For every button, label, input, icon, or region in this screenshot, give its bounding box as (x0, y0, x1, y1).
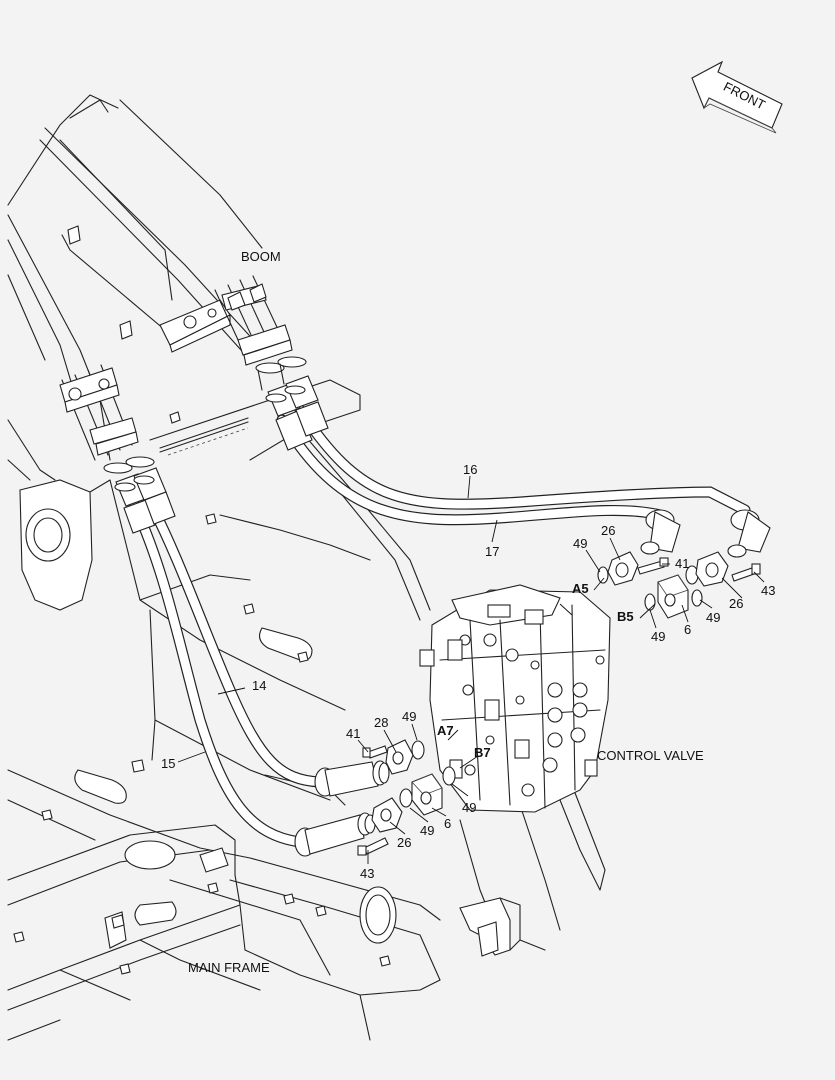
callout-a5-bolt: 41 (675, 556, 689, 571)
hose-17 (276, 414, 666, 526)
boom-pipe-clamp-upper (214, 275, 307, 391)
callout-b7-oring-2: 49 (462, 800, 476, 815)
assembly-labels: BOOM CONTROL VALVE MAIN FRAME (188, 249, 704, 975)
port-b5-label: B5 (617, 609, 634, 624)
callout-a5-oring: 49 (573, 536, 587, 551)
hose-16 (294, 404, 751, 516)
callout-a5-flange: 26 (601, 523, 615, 538)
callout-b7-flange: 26 (397, 835, 411, 850)
part-callouts: 16 17 14 15 49 26 41 26 43 49 6 49 41 28… (161, 462, 775, 881)
leader-lines (177, 475, 765, 864)
hose-lower-fittings (294, 760, 390, 857)
callout-b7-bolt: 43 (360, 866, 374, 881)
callout-hose-17: 17 (485, 544, 499, 559)
a5-long-bolt (731, 567, 755, 582)
callout-hose-16: 16 (463, 462, 477, 477)
upper-frame-structure (119, 429, 606, 957)
port-a5-label: A5 (572, 581, 589, 596)
callout-a5-half-flange: 26 (729, 596, 743, 611)
a5-b5-fitting-group (597, 551, 761, 619)
control-valve-label: CONTROL VALVE (597, 748, 704, 763)
port-labels: A5 B5 A7 B7 (437, 581, 634, 760)
port-a7-label: A7 (437, 723, 454, 738)
callout-b5-oring-2: 49 (706, 610, 720, 625)
b5-oring (644, 593, 656, 611)
callout-b7-block: 6 (444, 816, 451, 831)
port-b7-label: B7 (474, 745, 491, 760)
a5-oring (597, 566, 609, 584)
a7-bolt (367, 745, 388, 759)
main-frame-label: MAIN FRAME (188, 960, 270, 975)
boom-pipe-clamp-lower (59, 364, 155, 474)
callout-a7-flange: 28 (374, 715, 388, 730)
hose-14 (142, 492, 326, 788)
callout-a7-bolt: 41 (346, 726, 360, 741)
main-frame-structure (7, 513, 441, 1041)
hose-right-fittings (640, 509, 771, 558)
boom-structure (7, 94, 361, 611)
callout-a5-bolt-long: 43 (761, 583, 775, 598)
callout-hose-15: 15 (161, 756, 175, 771)
a7-oring (411, 740, 425, 760)
callout-a7-oring: 49 (402, 709, 416, 724)
b5-oring-2 (691, 589, 703, 607)
b7-oring (399, 788, 413, 808)
callout-hose-14: 14 (252, 678, 266, 693)
a7-b7-fitting-group (357, 739, 456, 856)
hose-15 (127, 496, 306, 848)
b7-oring-2 (442, 766, 456, 786)
callout-b7-oring: 49 (420, 823, 434, 838)
front-direction-arrow: FRONT (691, 60, 783, 134)
boom-label: BOOM (241, 249, 281, 264)
callout-b5-oring: 49 (651, 629, 665, 644)
a5-bolt (637, 560, 665, 575)
callout-b5-block: 6 (684, 622, 691, 637)
hose-upper-fittings (114, 375, 329, 534)
